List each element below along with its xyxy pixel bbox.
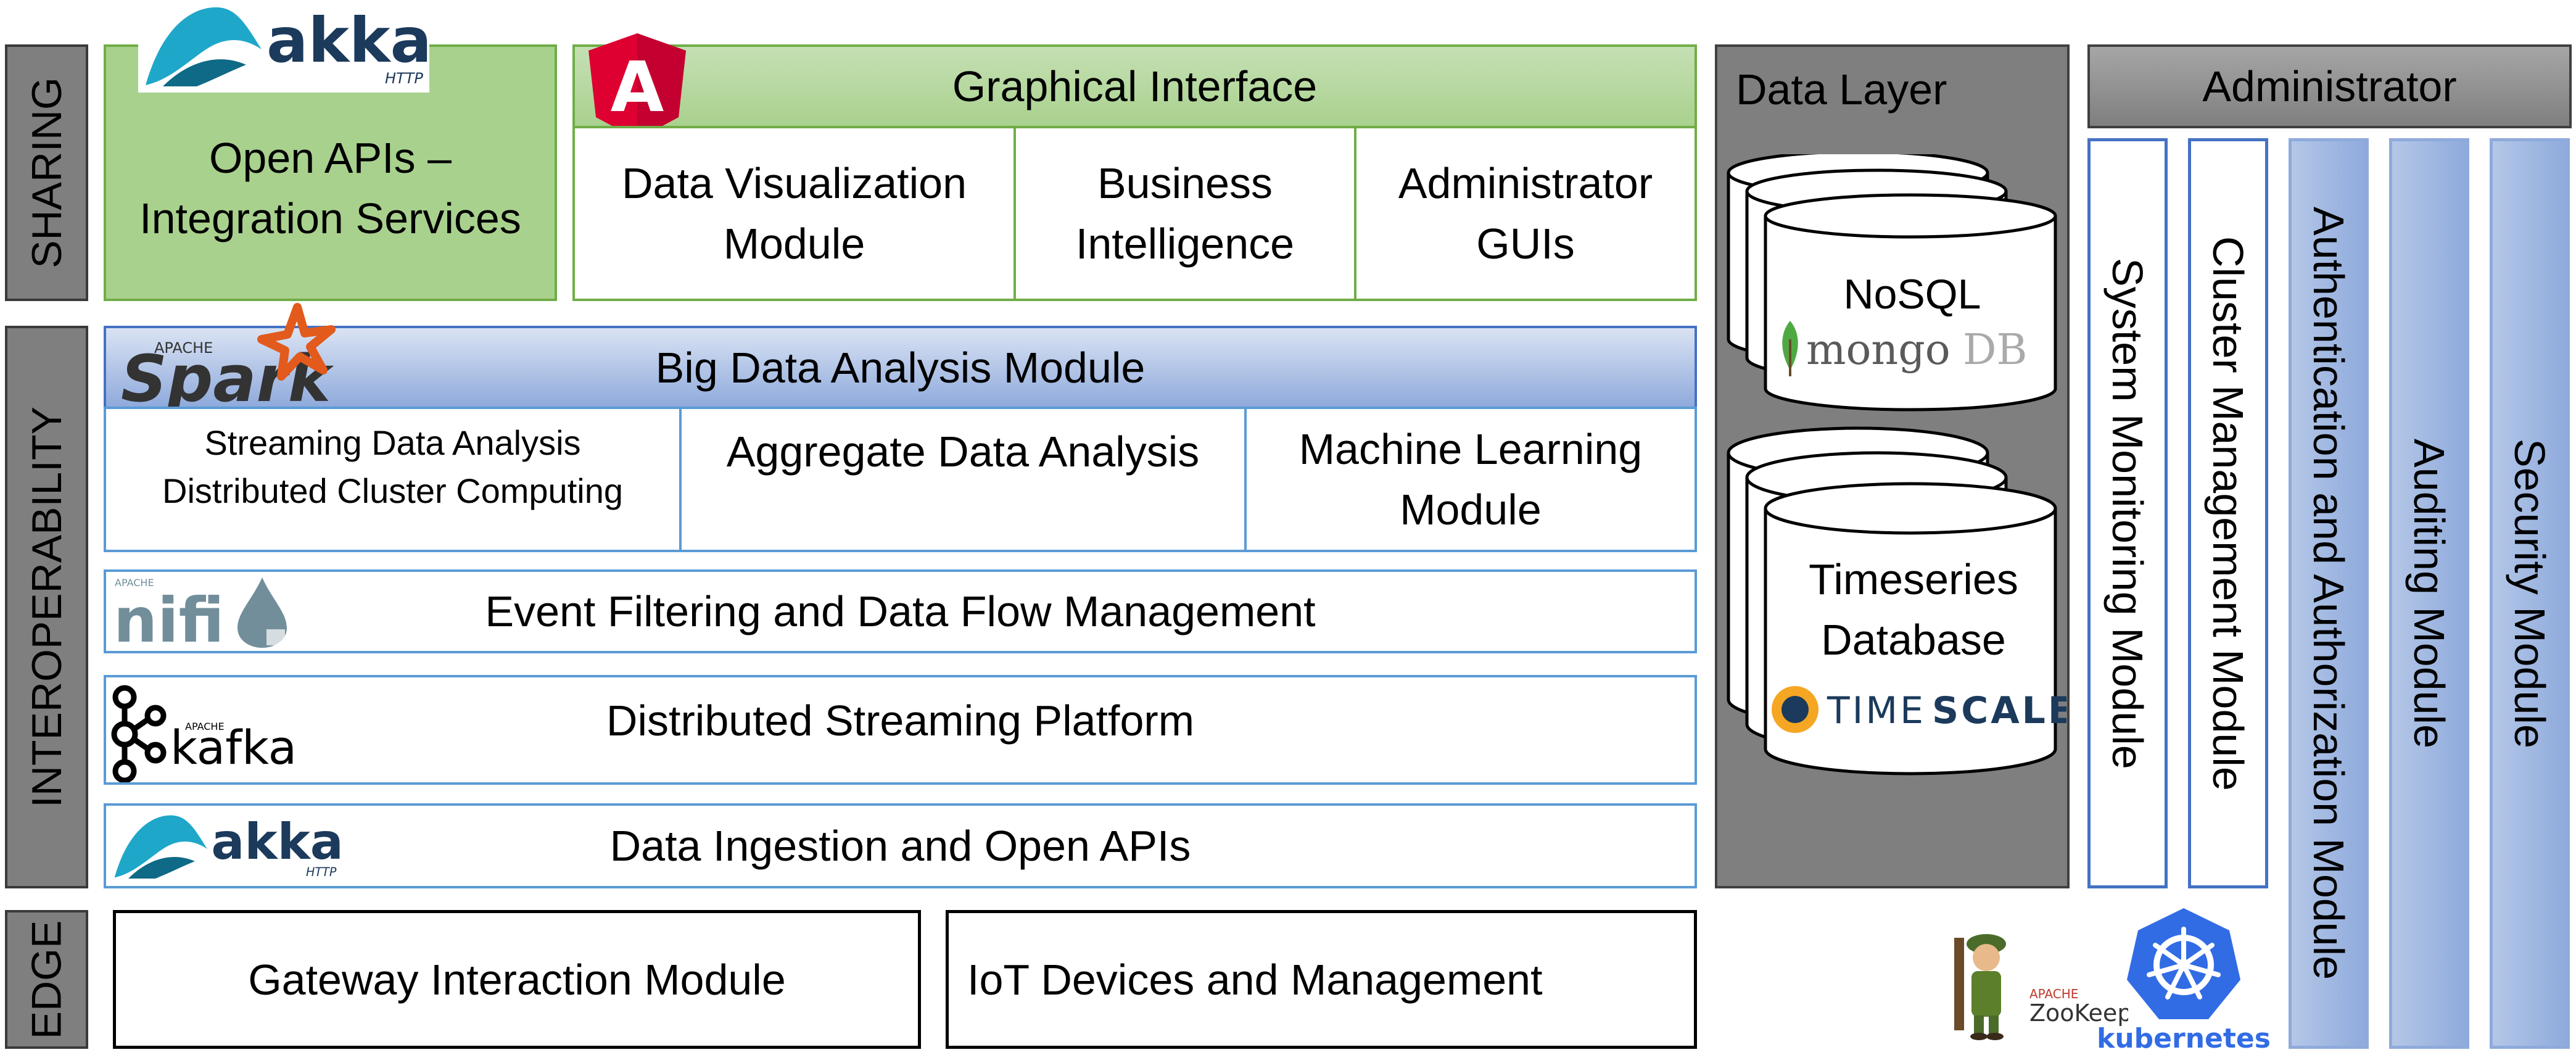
layer-interoperability-text: INTEROPERABILITY (23, 407, 70, 808)
svg-text:HTTP: HTTP (306, 865, 337, 879)
cluster-management-text: Cluster Management Module (2204, 236, 2252, 791)
security-module: Security Module (2490, 138, 2570, 1049)
graphical-interface-title: Graphical Interface (952, 62, 1318, 110)
authentication-authorization-module: Authentication and Authorization Module (2289, 138, 2369, 1049)
akka-icon: akka HTTP (146, 4, 432, 87)
aggregate-data-analysis-module: Aggregate Data Analysis (679, 407, 1247, 552)
nifi-icon: APACHE nifi (114, 577, 287, 656)
angular-logo: A (586, 32, 688, 141)
akka-logo-sharing: akka HTTP (138, 0, 432, 93)
business-intelligence-text: Business Intelligence (1075, 159, 1295, 268)
svg-text:HTTP: HTTP (385, 70, 423, 87)
layer-sharing-text: SHARING (23, 77, 70, 268)
graphical-interface-header: Graphical Interface (572, 44, 1697, 128)
event-filtering-text: Event Filtering and Data Flow Management (485, 587, 1316, 635)
distributed-streaming-platform-text: Distributed Streaming Platform (606, 697, 1195, 745)
cluster-management-module: Cluster Management Module (2188, 138, 2268, 888)
open-apis-text: Open APIs – Integration Services (139, 134, 521, 242)
administrator-guis-text: Administrator GUIs (1398, 159, 1653, 268)
svg-text:SCALE: SCALE (1932, 689, 2066, 732)
data-ingestion-text: Data Ingestion and Open APIs (609, 822, 1191, 870)
svg-text:APACHE: APACHE (154, 339, 213, 357)
svg-text:kafka: kafka (170, 720, 297, 775)
svg-text:DB: DB (1963, 326, 2028, 374)
nosql-cylinder-icon: NoSQL mongo DB (1727, 150, 2057, 412)
gateway-interaction-module: Gateway Interaction Module (113, 910, 921, 1049)
spark-icon: APACHE Spark (121, 303, 336, 416)
svg-text:APACHE: APACHE (185, 721, 225, 732)
akka-logo-ingestion: akka HTTP (109, 809, 355, 883)
event-filtering-module: Event Filtering and Data Flow Management (104, 569, 1697, 653)
nosql-database: NoSQL mongo DB (1721, 150, 2066, 413)
svg-text:Spark: Spark (121, 341, 334, 413)
akka-icon: akka HTTP (114, 813, 344, 879)
svg-text:A: A (611, 48, 664, 128)
data-ingestion-module: Data Ingestion and Open APIs (104, 803, 1697, 888)
nifi-logo: APACHE nifi (111, 573, 296, 656)
auditing-text: Auditing Module (2405, 439, 2453, 748)
spark-logo: APACHE Spark (118, 302, 347, 416)
kubernetes-icon: kubernetes (2097, 908, 2271, 1054)
iot-devices-text: IoT Devices and Management (967, 955, 1543, 1004)
machine-learning-text: Machine Learning Module (1298, 425, 1643, 534)
distributed-streaming-platform-module: Distributed Streaming Platform (104, 675, 1697, 785)
system-monitoring-module: System Monitoring Module (2087, 138, 2168, 888)
svg-text:kubernetes: kubernetes (2097, 1023, 2270, 1052)
data-visualization-module: Data Visualization Module (572, 126, 1016, 301)
svg-text:akka: akka (211, 813, 343, 871)
system-monitoring-text: System Monitoring Module (2103, 257, 2152, 769)
administrator-guis-module: Administrator GUIs (1354, 126, 1697, 301)
administrator-header: Administrator (2087, 44, 2572, 128)
machine-learning-module: Machine Learning Module (1244, 407, 1697, 552)
business-intelligence-module: Business Intelligence (1013, 126, 1356, 301)
kafka-icon: APACHE kafka (111, 685, 297, 784)
svg-text:akka: akka (266, 4, 429, 77)
iot-devices-module: IoT Devices and Management (946, 910, 1697, 1049)
gateway-interaction-text: Gateway Interaction Module (248, 955, 786, 1004)
layer-label-sharing: SHARING (5, 44, 88, 301)
auditing-module: Auditing Module (2389, 138, 2469, 1049)
layer-edge-text: EDGE (23, 920, 70, 1039)
aggregate-data-analysis-text: Aggregate Data Analysis (726, 428, 1200, 476)
security-text: Security Module (2506, 439, 2554, 748)
timeseries-text: Timeseries Database (1809, 555, 2018, 664)
layer-label-interoperability: INTEROPERABILITY (5, 326, 88, 888)
svg-text:TIME: TIME (1827, 689, 1926, 732)
layer-label-edge: EDGE (5, 910, 88, 1049)
timeseries-label: Timeseries Database (1765, 549, 2062, 672)
streaming-data-analysis-module: Streaming Data Analysis Distributed Clus… (104, 407, 682, 552)
big-data-analysis-title: Big Data Analysis Module (655, 343, 1146, 392)
svg-text:nifi: nifi (114, 584, 225, 650)
big-data-analysis-header: Big Data Analysis Module (104, 326, 1697, 409)
svg-text:NoSQL: NoSQL (1844, 271, 1981, 318)
streaming-data-analysis-text: Streaming Data Analysis Distributed Clus… (162, 423, 623, 510)
timeseries-database: TIME SCALE (1721, 426, 2073, 777)
kafka-logo: APACHE kafka (106, 684, 316, 784)
svg-text:APACHE: APACHE (2029, 987, 2078, 1001)
timeseries-cylinder-icon: TIME SCALE (1727, 426, 2073, 776)
svg-text:APACHE: APACHE (115, 577, 154, 589)
svg-text:mongo: mongo (1806, 326, 1951, 374)
administrator-title: Administrator (2202, 62, 2457, 110)
angular-icon: A (588, 33, 686, 139)
kubernetes-logo: kubernetes (2097, 901, 2271, 1054)
data-visualization-text: Data Visualization Module (621, 159, 967, 268)
data-layer-title: Data Layer (1736, 65, 1947, 114)
authentication-authorization-text: Authentication and Authorization Module (2305, 207, 2353, 980)
